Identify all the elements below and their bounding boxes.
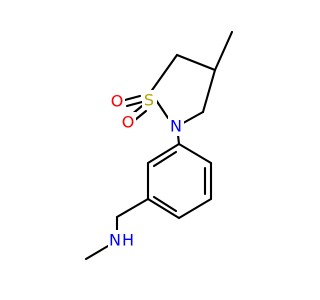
bond-ch-ch2 (201, 68, 217, 114)
oxygen-2-label: O (122, 113, 135, 132)
bond-s-o1-b (125, 100, 144, 108)
bond-n-aryl (176, 133, 181, 146)
bond-aryl-ch2 (115, 197, 150, 219)
bond-ch2-ch (175, 53, 217, 72)
bond-ar-inner-2 (152, 195, 178, 213)
amine-group: N H (108, 230, 136, 250)
bond-ar-1 (177, 142, 213, 165)
structure-canvas: S O O N N H (84, 30, 234, 261)
amine-hydrogen-label: H (122, 231, 134, 250)
bond-s-o2-b (133, 109, 148, 122)
amine-nitrogen-label: N (109, 231, 121, 250)
bonds (84, 30, 234, 261)
ring-nitrogen-label: N (170, 117, 182, 136)
bond-n-s (154, 98, 170, 120)
bond-nh-methyl (84, 244, 110, 261)
bond-ar-6 (146, 142, 181, 165)
molecule-drawing: S O O N N H (84, 30, 234, 261)
sulfur-atom: S (142, 90, 157, 110)
bond-s-o1-a (123, 94, 142, 102)
bond-ar-inner-3 (152, 150, 178, 168)
ring-nitrogen-atom: N (168, 116, 184, 136)
bond-s-ch2 (148, 53, 179, 95)
oxygen-1-label: O (111, 92, 124, 111)
bond-ring-methyl (213, 30, 234, 72)
sulfur-label: S (144, 91, 154, 110)
oxygen-atom-1: O (109, 91, 125, 111)
atom-labels: S O O N N H (108, 90, 184, 250)
bond-ar-4 (146, 197, 181, 220)
bond-ar-3 (177, 197, 213, 220)
oxygen-atom-2: O (120, 112, 136, 132)
